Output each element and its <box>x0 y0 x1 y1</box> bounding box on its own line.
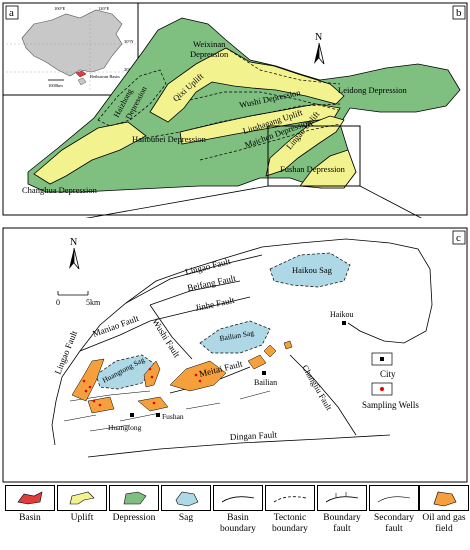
inset-basin-marker <box>75 70 87 78</box>
west-uplift <box>33 121 147 185</box>
beibuwan-basin-map <box>27 17 461 193</box>
panel-c-label: c <box>456 232 461 244</box>
city-bailian: Bailian <box>254 378 277 387</box>
basin-body <box>27 17 461 193</box>
inset-map: 100°E 120°E 30°N 20°N 1000km Beibuwan Ba… <box>2 2 139 96</box>
legend-tectonic-boundary: Tectonic boundary <box>262 485 318 535</box>
zoom-rectangle <box>267 125 361 187</box>
svg-text:5km: 5km <box>86 298 101 307</box>
fault-dingan <box>87 434 391 458</box>
label-dingan-fault: Dingan Fault <box>230 430 278 442</box>
svg-text:N: N <box>70 237 77 248</box>
legend-sag: Sag <box>158 485 214 524</box>
legend-oil-gas-field: Oil and gas field <box>416 485 470 535</box>
scale-bar: 0 5km <box>56 291 101 307</box>
china-outline <box>21 9 123 77</box>
sag-haikou <box>269 252 351 288</box>
label-changhua: Changhua Depression <box>22 185 98 195</box>
detail-map-panel: c N 0 5km <box>2 227 468 483</box>
legend-boundary-fault: Boundary fault <box>314 485 370 535</box>
legend-basin: Basin <box>2 485 58 524</box>
inset-lon1: 100°E <box>54 6 66 11</box>
label-leidong: Leidong Depression <box>338 85 407 95</box>
label-haitoubei: Haitoubei Depression <box>132 134 207 144</box>
secondary-faults <box>63 390 271 432</box>
inset-scale: 1000km <box>48 83 63 88</box>
fault-lingao-north <box>125 254 263 304</box>
panel-b-label: b <box>456 7 462 19</box>
tectonic-line-2 <box>199 123 341 161</box>
panel-a-label: a <box>9 7 14 19</box>
tectonic-line-1 <box>145 103 341 139</box>
city-haikou: Haikou <box>330 310 354 319</box>
key-wells: Sampling Wells <box>362 400 419 410</box>
label-haikou-sag: Haikou Sag <box>292 265 333 275</box>
hainan-island <box>77 77 87 86</box>
inset-lat2: 20°N <box>124 67 134 72</box>
sag-bailian <box>199 320 271 354</box>
tectonic-line-4 <box>225 47 341 85</box>
map-key: City Sampling Wells <box>362 352 419 410</box>
inset-basin-label: Beibuwan Basin <box>90 74 120 79</box>
legend: Basin Uplift Depression Sag Basin bounda… <box>0 485 470 550</box>
legend-depression: Depression <box>106 485 162 524</box>
north-arrow-c: N <box>69 237 80 270</box>
inset-lat1: 30°N <box>124 39 134 44</box>
fault-maniao <box>79 320 151 352</box>
legend-uplift: Uplift <box>54 485 110 524</box>
sag-huangtong <box>95 354 157 390</box>
north-arrow: N <box>314 32 325 65</box>
sampling-wells <box>82 367 202 407</box>
southern-uplift <box>299 149 357 189</box>
fault-wushi <box>149 304 193 360</box>
fault-jinhe <box>149 296 251 322</box>
lingao-uplift <box>265 115 345 177</box>
label-weixinan: Weixinan <box>193 39 226 49</box>
fault-beifang <box>149 280 241 306</box>
fault-changliu <box>289 354 357 436</box>
basin-boundary-c <box>51 238 433 446</box>
haizhong-depression-outline <box>97 69 167 127</box>
key-city: City <box>380 369 396 379</box>
svg-text:0: 0 <box>56 298 60 307</box>
inset-lon2: 120°E <box>98 6 110 11</box>
cities <box>130 321 346 417</box>
legend-basin-boundary: Basin boundary <box>210 485 266 535</box>
tectonic-line-3 <box>189 91 339 111</box>
overview-map-panel: 100°E 120°E 30°N 20°N 1000km Beibuwan Ba… <box>2 2 468 218</box>
label-fushan: Fushan Depression <box>280 164 346 174</box>
city-fushan: Fushan <box>162 412 184 421</box>
svg-text:N: N <box>315 32 322 43</box>
legend-secondary-fault: Secondary fault <box>366 485 422 535</box>
label-weixinan2: Depression <box>190 49 229 59</box>
city-huangtong: Huangtong <box>108 423 142 432</box>
